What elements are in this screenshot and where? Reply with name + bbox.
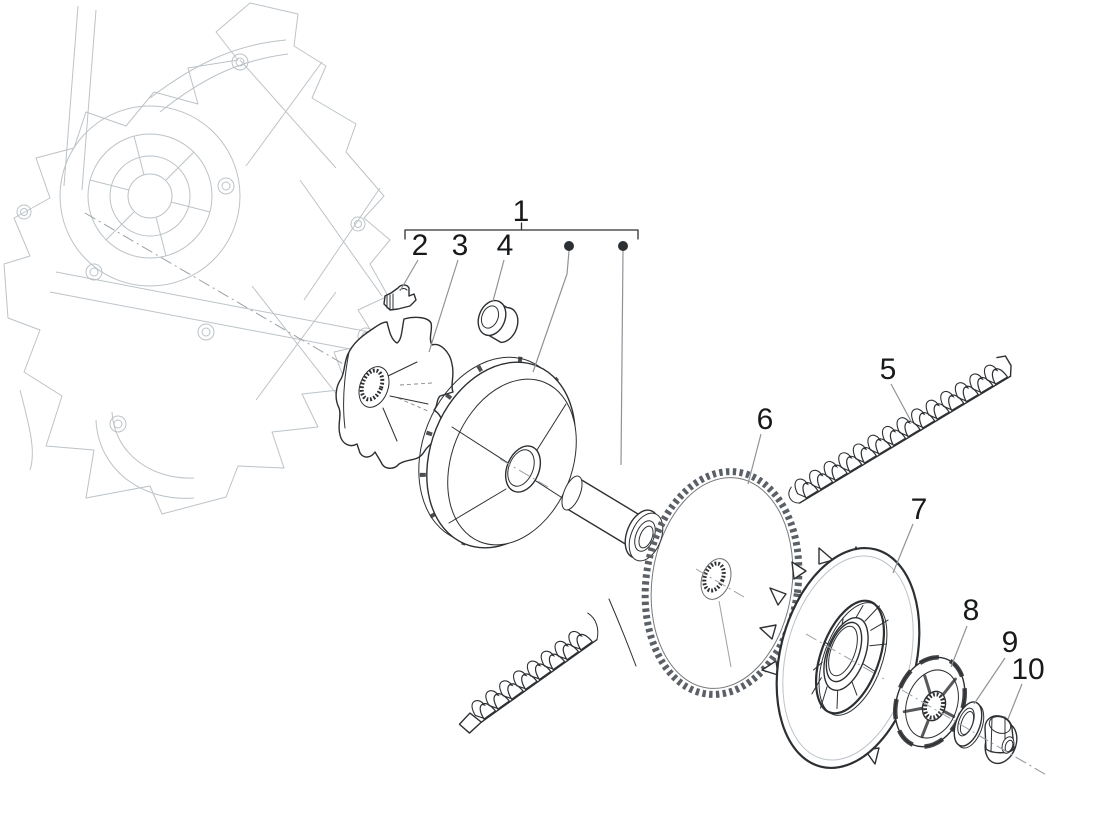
bushing-bore <box>480 305 500 329</box>
leader-lines <box>399 250 1023 720</box>
callout-label-3: 3 <box>452 229 469 262</box>
callout-label-9: 9 <box>1002 626 1019 659</box>
callout-label-8: 8 <box>963 594 980 627</box>
callout-labels: 1 2 3 4 5 6 7 8 9 10 <box>412 195 1045 686</box>
leader-line-4 <box>492 259 505 302</box>
pulley-center-hole <box>504 445 542 493</box>
callout-dot-marker <box>618 241 628 251</box>
callout-dot-marker <box>564 241 574 251</box>
leader-line-1a <box>532 250 570 373</box>
crankcase-background-sketch <box>3 2 391 515</box>
callout-label-2: 2 <box>412 229 429 262</box>
callout-label-7: 7 <box>911 493 928 526</box>
leader-line-8 <box>950 625 968 668</box>
leader-line-9 <box>973 657 1006 705</box>
part-5-belt-lower-segment <box>458 612 599 734</box>
ramp-plate-splined-bore <box>359 368 385 402</box>
callout-label-1: 1 <box>513 195 530 228</box>
callout-label-6: 6 <box>757 403 774 436</box>
part-9-washer <box>953 701 985 749</box>
spacer-bore <box>634 520 656 552</box>
cam-spider-splined-bore <box>923 692 945 720</box>
part-2-guide-slider <box>383 284 417 311</box>
crankcase-bolt-holes <box>16 53 375 433</box>
part-3-ramp-plate <box>335 316 454 469</box>
part-5-belt-upper-segment <box>788 355 1012 504</box>
leader-line-10 <box>1007 683 1023 720</box>
cam-spider-arms <box>902 674 957 739</box>
centerline-overlays <box>499 458 1049 777</box>
callout-label-10: 10 <box>1011 653 1044 686</box>
leader-line-7 <box>892 523 914 574</box>
toothed-wheel-splined-bore <box>702 561 726 593</box>
part-4-bushing <box>477 299 519 344</box>
part-10-flange-nut <box>984 715 1018 765</box>
leader-line-6 <box>747 433 762 485</box>
belt-cut-edge <box>608 598 637 667</box>
part-1-shaft-spacer <box>561 475 664 562</box>
leader-line-3 <box>428 259 459 353</box>
callout-label-4: 4 <box>497 229 514 262</box>
fan-pulley-opening <box>825 621 863 683</box>
part-6-toothed-wheel <box>641 468 803 698</box>
toothed-wheel-teeth <box>641 468 803 698</box>
callout-label-5: 5 <box>880 353 897 386</box>
leader-line-1b <box>620 250 624 466</box>
fan-pulley-fins <box>811 605 889 709</box>
callout-1-bracket <box>404 222 639 251</box>
leader-line-5 <box>890 383 913 424</box>
leader-line-2 <box>399 259 419 292</box>
